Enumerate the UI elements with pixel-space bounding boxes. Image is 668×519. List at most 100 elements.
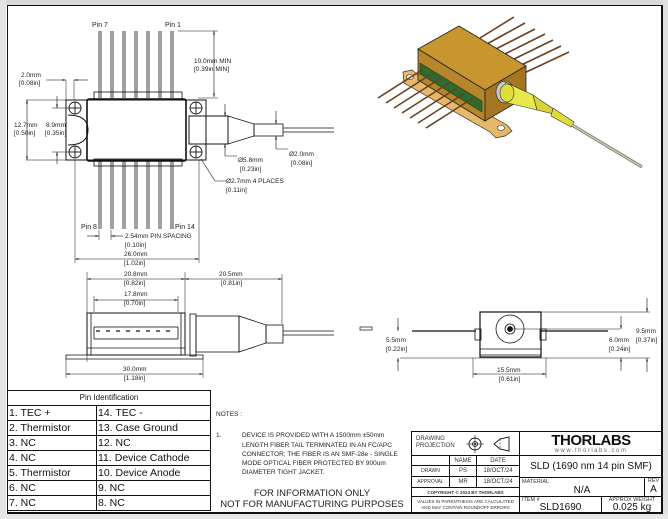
pin-cell: 7. NC (7, 495, 97, 511)
material-value: N/A (573, 485, 591, 496)
dim-package-width-in: [0.50in] (14, 130, 36, 137)
front-pins (377, 67, 474, 129)
window-shadow-left (0, 0, 6, 519)
window-shadow-bottom (0, 514, 668, 519)
blank-cell (412, 456, 450, 466)
dim-fiber-diameter-in: [0.08in] (291, 160, 313, 167)
dim-boot-length-in: [0.81in] (221, 280, 243, 287)
weight-label: APPROX WEIGHT (608, 497, 656, 503)
top-view-labels: Pin 7 Pin 1 Pin 8 Pin 14 10.0mm MIN [0.3… (14, 22, 314, 267)
notes-header: NOTES : (216, 411, 243, 418)
dim-boot-diameter: Ø5.8mm (238, 157, 263, 164)
copyright: COPYRIGHT © 2024 BY THORLABS (412, 488, 520, 497)
side-view (65, 272, 334, 378)
side-view-labels: 20.8mm [0.82in] 20.5mm [0.81in] 17.8mm [… (123, 271, 243, 382)
disclaimer-line-1: FOR INFORMATION ONLY (253, 488, 371, 499)
pin-cell: 9. NC (96, 480, 211, 496)
dim-fiber-height-in: [0.24in] (609, 346, 631, 353)
pin-cell: 10. Device Anode (96, 465, 211, 481)
dim-fiber-diameter: Ø2.0mm (289, 151, 314, 158)
dim-hole-offset-in: [0.08in] (19, 80, 41, 87)
dim-fiber-height: 6.0mm (609, 337, 629, 344)
dim-body-length-in: [0.82in] (124, 280, 146, 287)
material-cell: MATERIAL N/A (520, 478, 645, 497)
material-label: MATERIAL (522, 479, 550, 485)
item-cell: ITEM # SLD1690 (520, 497, 602, 513)
pin-8-label: Pin 8 (81, 224, 97, 231)
dim-hole-offset: 2.0mm (21, 72, 41, 79)
dim-lead-row-length-in: [0.70in] (124, 300, 146, 307)
notes-section: NOTES : 1. DEVICE IS PROVIDED WITH A 150… (216, 410, 411, 478)
pin-cell: 11. Device Cathode (96, 450, 211, 466)
dim-body-length: 20.8mm (124, 271, 147, 278)
window-shadow-right (663, 0, 668, 519)
dim-overall-length-in: [1.02in] (124, 260, 146, 267)
website: www.thorlabs.com (554, 448, 628, 454)
dim-flange-length: 30.0mm (123, 366, 146, 373)
pin-cell: 4. NC (7, 450, 97, 466)
dim-mount-hole-diameter: Ø2.7mm 4 PLACES (226, 178, 284, 185)
approval-label: APPROVAL (412, 477, 450, 488)
item-number: SLD1690 (539, 502, 582, 513)
pin-14-label: Pin 14 (175, 224, 195, 231)
dim-pin-spacing-in: [0.10in] (125, 242, 147, 249)
approval-name: MR (450, 477, 477, 488)
title-block: DRAWING PROJECTION THORLABS www.thorlabs… (411, 431, 663, 513)
bottom-pins (98, 161, 174, 229)
dim-hole-spacing: 8.9mm (46, 122, 66, 129)
dim-end-width-in: [0.61in] (499, 376, 521, 383)
approval-date: 18/OCT/24 (477, 477, 520, 488)
pin-cell: 3. NC (7, 435, 97, 451)
drawn-date: 18/OCT/24 (477, 466, 520, 477)
pin-7-label: Pin 7 (92, 22, 108, 29)
pin-cell: 12. NC (96, 435, 211, 451)
dim-lead-height: 5.5mm (386, 337, 406, 344)
dim-package-width: 12.7mm (14, 122, 37, 129)
rev-cell: REV A (645, 478, 663, 497)
end-view-labels: 5.5mm [0.22in] 6.0mm [0.24in] 9.5mm [0.3… (386, 328, 658, 383)
disclaimer-line-2: NOT FOR MANUFACTURING PURPOSES (220, 499, 404, 510)
name-header: NAME (450, 456, 477, 466)
item-label: ITEM # (522, 497, 540, 503)
dim-total-height-in: [0.37in] (636, 337, 658, 344)
pin-cell: 2. Thermistor (7, 420, 97, 436)
disclaimer: FOR INFORMATION ONLY NOT FOR MANUFACTURI… (212, 488, 412, 510)
mount-holes (68, 101, 203, 159)
weight-cell: APPROX WEIGHT 0.025 kg (602, 497, 663, 513)
logo-cell: THORLABS www.thorlabs.com (520, 432, 663, 456)
dim-boot-diameter-in: [0.23in] (240, 166, 262, 173)
drawn-name: PS (450, 466, 477, 477)
dim-end-width: 15.5mm (497, 367, 520, 374)
drawn-label: DRAWN (412, 466, 450, 477)
projection-cell: DRAWING PROJECTION (412, 432, 520, 456)
note-number: 1. (216, 432, 222, 440)
dim-mount-hole-diameter-in: [0.11in] (226, 187, 247, 194)
top-view (26, 30, 334, 263)
dim-boot-length: 20.5mm (219, 271, 242, 278)
window-shadow-top (0, 0, 668, 5)
values-note: VALUES IN PARENTHESIS ARE CALCULATED AND… (412, 497, 520, 513)
thorlabs-logo: THORLABS (551, 432, 631, 449)
dim-lead-height-in: [0.22in] (386, 346, 408, 353)
dim-lead-row-length: 17.8mm (124, 291, 147, 298)
rev-label: REV (647, 478, 660, 484)
table-row: 1. TEC +14. TEC - (7, 405, 211, 421)
pin-table-title: Pin Identification (7, 390, 211, 406)
part-description: SLD (1690 nm 14 pin SMF) (520, 456, 663, 478)
pin-cell: 8. NC (96, 495, 211, 511)
rev-value: A (650, 484, 657, 495)
dim-hole-spacing-in: [0.35in] (45, 130, 67, 137)
pin-1-label: Pin 1 (165, 22, 181, 29)
dim-total-height: 9.5mm (636, 328, 656, 335)
dim-lead-length: 10.0mm MIN (194, 58, 232, 65)
isometric-view (377, 16, 643, 169)
third-angle-projection-icon (466, 435, 510, 453)
pin-cell: 1. TEC + (7, 405, 97, 421)
back-pins (479, 16, 570, 75)
